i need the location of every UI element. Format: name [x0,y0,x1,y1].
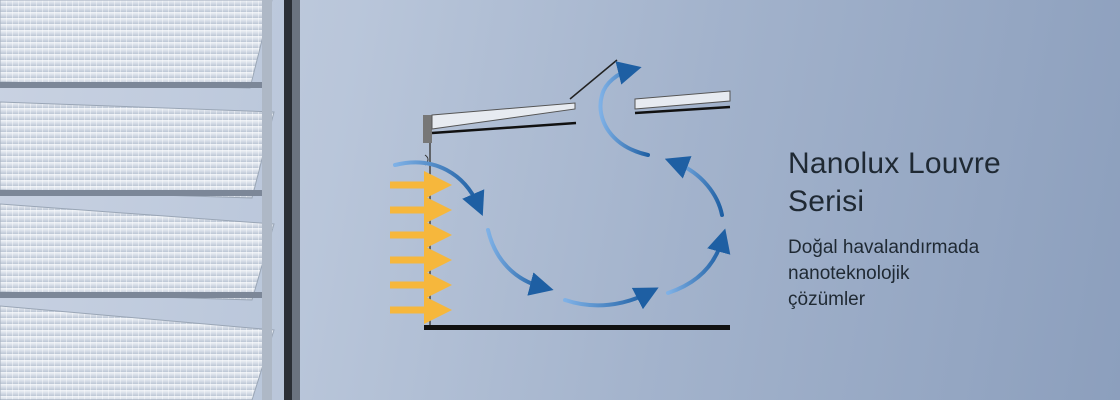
ventilation-diagram [390,59,731,330]
wall-top-block [423,115,432,143]
louvre-blade [0,101,275,199]
page-title: Nanolux Louvre Serisi [788,145,1088,221]
louvre-blade [0,305,275,400]
louvre-blade [0,203,275,301]
airflow-arrow [486,228,554,296]
airflow-arrow [598,61,650,157]
roof-right [634,90,731,115]
subtitle-line: Doğal havalandırmada [788,237,980,258]
airflow-arrow [666,228,731,295]
subtitle-line: nanoteknolojik [788,263,910,284]
louvre-blade [0,0,273,89]
incoming-air-arrows [390,171,452,324]
floor-line [424,325,730,330]
louvre-window-photo [0,0,300,400]
airflow-arrow [563,287,659,310]
subtitle-line: çözümler [788,289,866,310]
louvre-side-frame [262,0,272,400]
page-subtitle: Doğal havalandırmada nanoteknolojik çözü… [788,235,1088,313]
roof-left [431,102,577,135]
airflow-arrow [393,160,485,217]
roof-vent-opening [569,59,618,100]
airflow-arrow [664,156,724,217]
airflow-arrows [393,61,731,310]
title-line: Nanolux Louvre [788,147,1001,180]
louvre-mullion [284,0,292,400]
title-line: Serisi [788,185,865,218]
